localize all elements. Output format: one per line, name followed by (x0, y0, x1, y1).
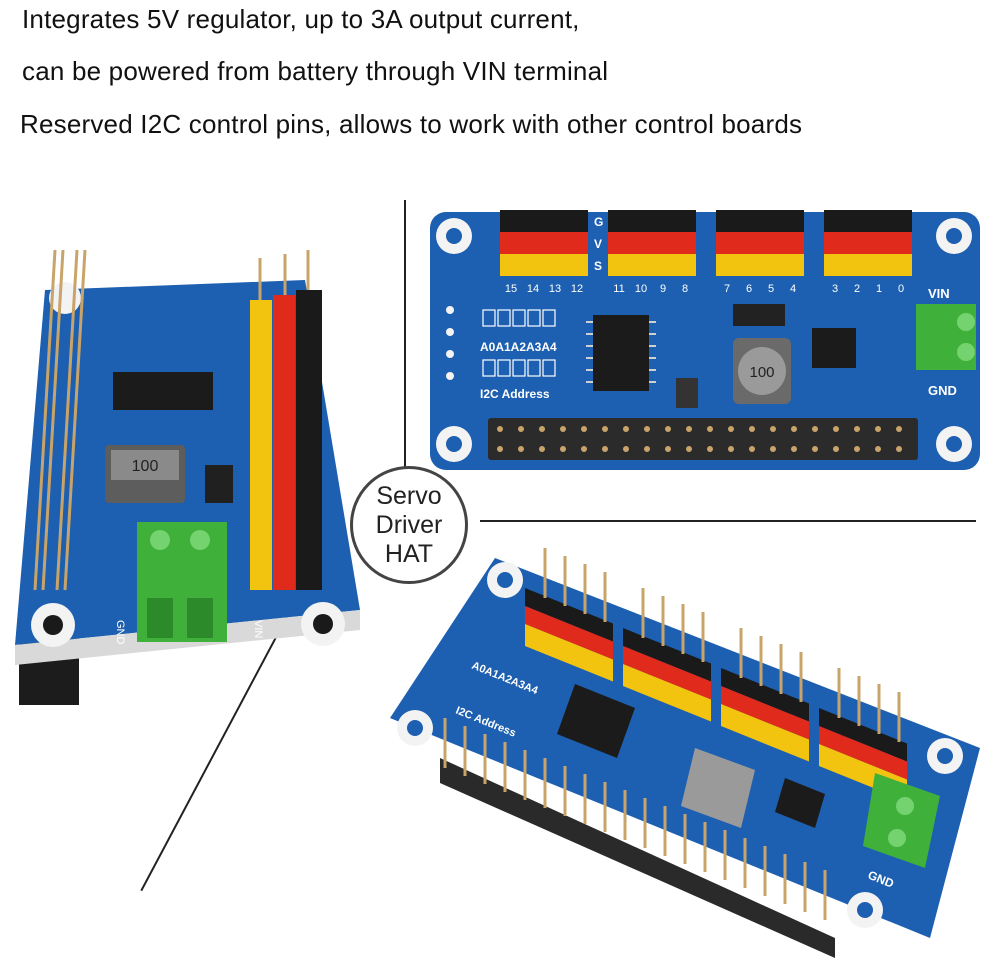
gvs-g: G (594, 215, 603, 229)
pin-label: 10 (635, 283, 647, 295)
pin-label: 12 (571, 283, 583, 295)
pin-label: 6 (746, 283, 752, 295)
address-pins-label: A0A1A2A3A4 (480, 340, 557, 354)
vin-label-side: VIN (252, 620, 264, 638)
board-angled-view-photo: A0A1A2A3A4 I2C Address GND (390, 548, 980, 958)
board-top-view-photo: G V S 15 14 13 12 11 10 9 8 7 6 5 4 3 2 … (430, 210, 980, 470)
gvs-v: V (594, 237, 602, 251)
badge-line-1: Servo (376, 481, 442, 510)
pin-label: 9 (660, 283, 666, 295)
pin-label: 8 (682, 283, 688, 295)
inductor-label-top: 100 (749, 364, 774, 381)
gnd-label: GND (928, 383, 957, 398)
servo-driver-hat-badge: Servo Driver HAT (350, 466, 468, 584)
feature-line-regulator: Integrates 5V regulator, up to 3A output… (22, 4, 580, 34)
pin-label: 0 (898, 283, 904, 295)
pin-label: 1 (876, 283, 882, 295)
board-side-view-photo: 100 GND VIN (15, 250, 360, 705)
pin-label: 14 (527, 283, 539, 295)
pin-label: 5 (768, 283, 774, 295)
feature-line-battery: can be powered from battery through VIN … (22, 56, 609, 86)
pin-label: 11 (613, 283, 624, 295)
divider-vertical (404, 200, 406, 480)
divider-horizontal (480, 520, 976, 522)
pin-label: 15 (505, 283, 517, 295)
pin-label: 3 (832, 283, 838, 295)
inductor-label: 100 (132, 458, 159, 475)
pin-label: 13 (549, 283, 561, 295)
pin-label: 7 (724, 283, 730, 295)
badge-line-3: HAT (384, 539, 434, 568)
vin-label: VIN (928, 286, 950, 301)
feature-line-i2c: Reserved I2C control pins, allows to wor… (20, 109, 803, 139)
pin-label: 4 (790, 283, 796, 295)
gnd-label-side: GND (114, 620, 126, 645)
badge-line-2: Driver (375, 510, 443, 539)
i2c-address-label: I2C Address (480, 387, 550, 401)
pin-label: 2 (854, 283, 860, 295)
gvs-s: S (594, 259, 602, 273)
